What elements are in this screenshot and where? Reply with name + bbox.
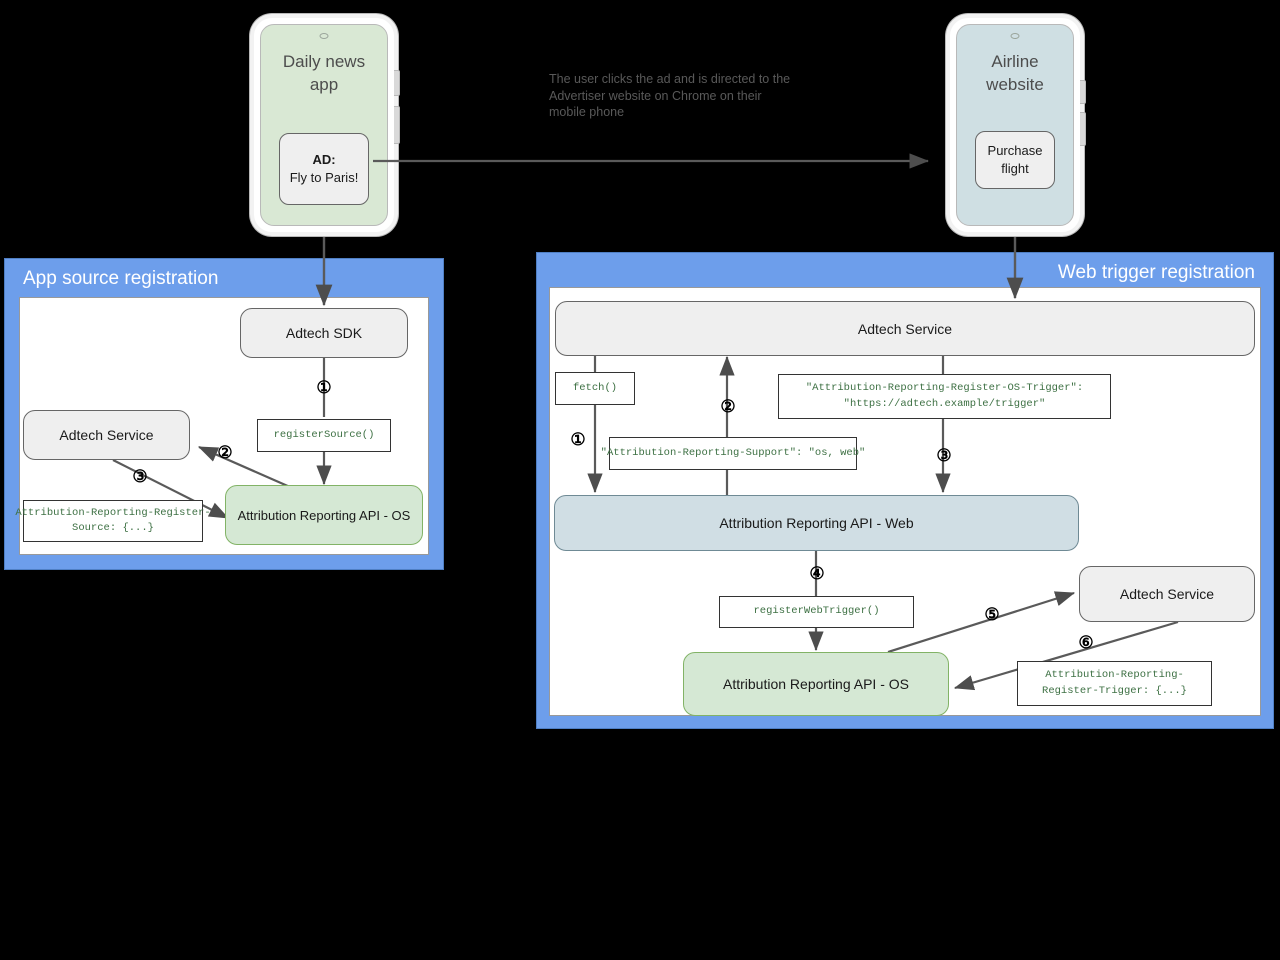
- node-attribution-api-os-left[interactable]: Attribution Reporting API - OS: [225, 485, 423, 545]
- node-adtech-service-bottom[interactable]: Adtech Service: [1079, 566, 1255, 622]
- phone-right-title: Airline website: [986, 52, 1044, 94]
- camera-icon: [319, 33, 329, 39]
- node-register-source-header[interactable]: Attribution-Reporting-Register- Source: …: [15, 500, 211, 542]
- step-badge-2-right: ②: [720, 396, 736, 416]
- step-badge-1-left: ①: [316, 377, 332, 397]
- step-badge-3-right: ③: [936, 445, 952, 465]
- phone-right: Airline website Purchase flight: [946, 14, 1086, 236]
- node-adtech-service-top[interactable]: Adtech Service: [555, 301, 1255, 356]
- node-adtech-service-left[interactable]: Adtech Service: [23, 410, 190, 460]
- phone-right-screen: Airline website Purchase flight: [956, 24, 1074, 226]
- phone-right-button-upper: [1080, 80, 1086, 104]
- step-badge-1-right: ①: [570, 429, 586, 449]
- step-badge-6-right: ⑥: [1078, 632, 1094, 652]
- node-register-web-trigger-call[interactable]: registerWebTrigger(): [719, 596, 914, 628]
- step-badge-4-right: ④: [809, 563, 825, 583]
- phone-left-button-upper: [394, 70, 400, 96]
- ad-card-text: Fly to Paris!: [289, 170, 359, 185]
- phone-left: Daily news app AD: Fly to Paris!: [250, 14, 400, 236]
- ad-card-label: AD:: [312, 152, 336, 168]
- node-fetch-call[interactable]: fetch(): [555, 372, 635, 405]
- node-register-trigger-header[interactable]: Attribution-Reporting- Register-Trigger:…: [1017, 661, 1212, 706]
- annotation-text: The user clicks the ad and is directed t…: [549, 72, 791, 120]
- phone-left-button-lower: [394, 106, 400, 144]
- node-register-source-call[interactable]: registerSource(): [257, 419, 391, 452]
- node-attribution-api-web[interactable]: Attribution Reporting API - Web: [554, 495, 1079, 551]
- step-badge-2-left: ②: [217, 442, 233, 462]
- panel-web-trigger-title: Web trigger registration: [1057, 262, 1255, 283]
- node-os-trigger-header[interactable]: "Attribution-Reporting-Register-OS-Trigg…: [778, 374, 1111, 419]
- panel-app-source-title: App source registration: [23, 268, 219, 289]
- phone-right-button-lower: [1080, 112, 1086, 146]
- node-attribution-support-header[interactable]: "Attribution-Reporting-Support": "os, we…: [601, 437, 865, 470]
- purchase-flight-card[interactable]: Purchase flight: [975, 131, 1055, 189]
- step-badge-5-right: ⑤: [984, 604, 1000, 624]
- ad-card[interactable]: AD: Fly to Paris!: [279, 133, 369, 205]
- node-adtech-sdk[interactable]: Adtech SDK: [240, 308, 408, 358]
- phone-left-title: Daily news app: [282, 52, 366, 94]
- phone-left-screen: Daily news app AD: Fly to Paris!: [260, 24, 388, 226]
- step-badge-3-left: ③: [132, 466, 148, 486]
- camera-icon: [1010, 33, 1020, 39]
- node-attribution-api-os-right[interactable]: Attribution Reporting API - OS: [683, 652, 949, 716]
